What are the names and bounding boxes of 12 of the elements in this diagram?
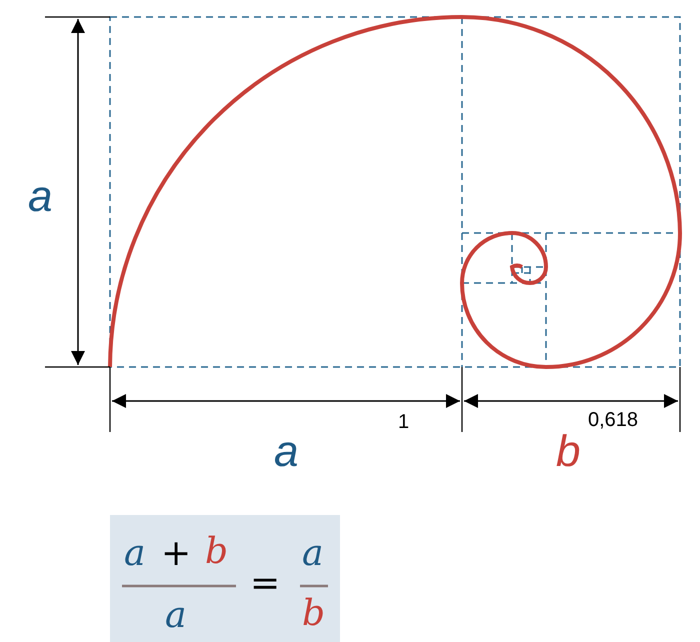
- formula-variable: b: [302, 596, 326, 632]
- formula-variable: b: [205, 534, 228, 570]
- formula-variable: a: [124, 536, 146, 572]
- dimension-label: b: [556, 430, 580, 474]
- formula-variable: a: [165, 598, 186, 634]
- dimension-label: a: [274, 430, 298, 474]
- dimension-value: 0,618: [588, 410, 638, 430]
- formula-variable: a: [302, 536, 324, 572]
- dimension-value: 1: [398, 412, 410, 432]
- dimension-label: a: [28, 175, 52, 219]
- formula-operator: +: [161, 536, 192, 572]
- formula-operator: =: [250, 566, 280, 602]
